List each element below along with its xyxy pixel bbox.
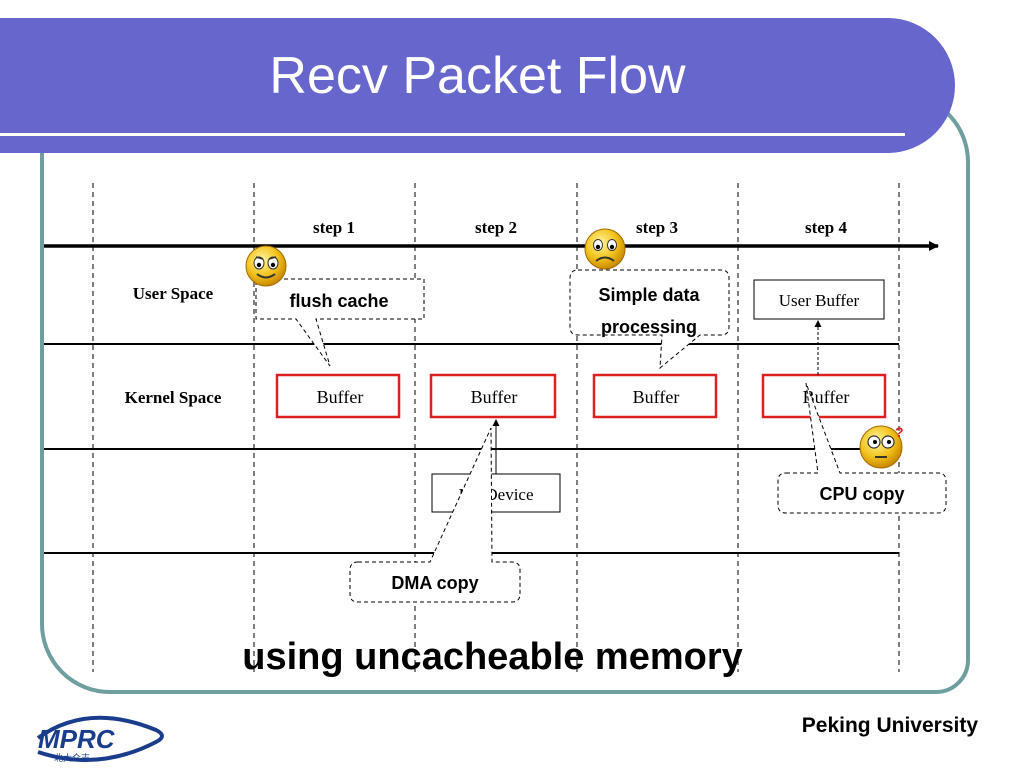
step-label: step 3 <box>636 218 678 237</box>
smiley-happy-icon <box>245 245 287 287</box>
svg-text:User Buffer: User Buffer <box>779 291 860 310</box>
slide-title: Recv Packet Flow <box>269 47 686 105</box>
svg-text:Buffer: Buffer <box>803 387 850 407</box>
svg-text:Buffer: Buffer <box>471 387 518 407</box>
svg-text:?: ? <box>895 424 904 440</box>
user-buffer: User Buffer <box>753 279 885 320</box>
svg-text:北大众志: 北大众志 <box>54 752 90 764</box>
svg-text:processing: processing <box>601 317 697 337</box>
callout-simple-processing: Simple data processing <box>569 269 730 370</box>
svg-text:DMA copy: DMA copy <box>391 573 478 593</box>
svg-text:Buffer: Buffer <box>633 387 680 407</box>
kernel-buffer: Buffer <box>429 373 557 419</box>
io-device: I/O Device <box>431 473 561 513</box>
kernel-buffer: Buffer <box>761 373 887 419</box>
step-label: step 2 <box>475 218 517 237</box>
step-label: step 1 <box>313 218 355 237</box>
mprc-logo: MPRC 北大众志 <box>36 715 164 764</box>
title-underline <box>0 133 905 136</box>
svg-text:Buffer: Buffer <box>317 387 364 407</box>
svg-text:MPRC: MPRC <box>38 724 116 754</box>
kernel-buffer: Buffer <box>592 373 718 419</box>
svg-text:Simple data: Simple data <box>598 285 700 305</box>
footer-institution: Peking University <box>801 714 978 737</box>
row-label-kernel-space: Kernel Space <box>125 388 222 407</box>
smiley-confused-icon: ? <box>859 424 904 469</box>
smiley-sad-icon <box>584 228 626 270</box>
callout-flush-cache: flush cache <box>255 278 425 367</box>
svg-text:CPU copy: CPU copy <box>819 484 904 504</box>
callout-cpu-copy: CPU copy <box>777 382 947 514</box>
title-bar <box>0 18 955 153</box>
step-label: step 4 <box>805 218 848 237</box>
bottom-caption: using uncacheable memory <box>242 636 743 678</box>
svg-text:flush cache: flush cache <box>289 291 388 311</box>
callout-dma-copy: DMA copy <box>349 427 521 603</box>
row-label-user-space: User Space <box>133 284 214 303</box>
kernel-buffer: Buffer <box>275 373 401 419</box>
